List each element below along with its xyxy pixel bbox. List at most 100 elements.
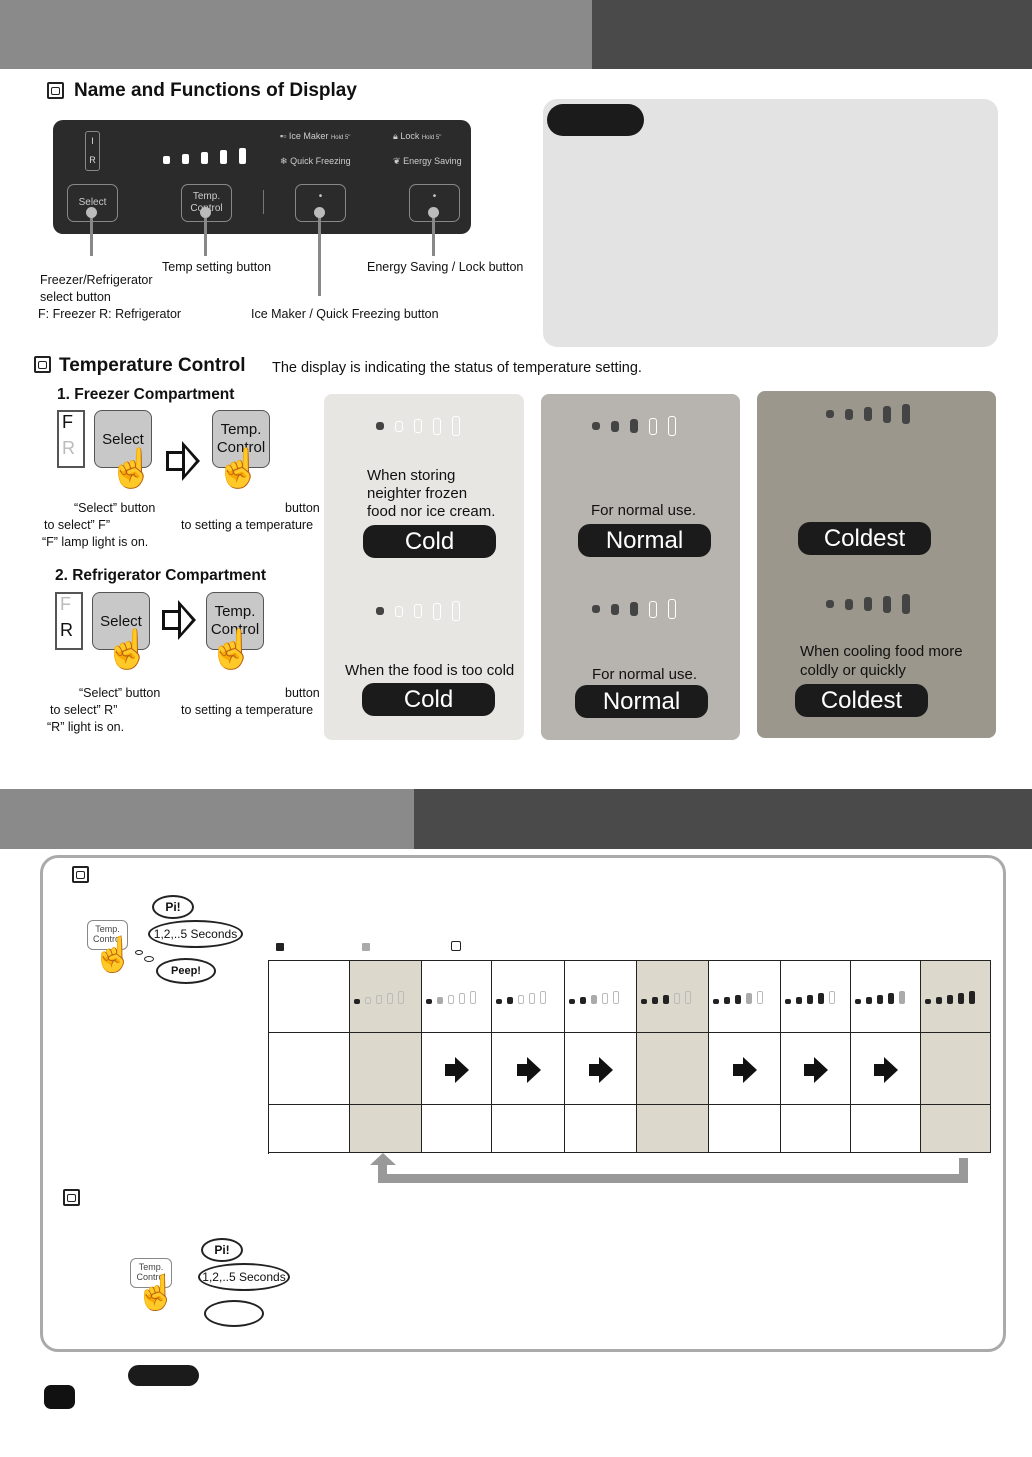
step-dot: [529, 993, 535, 1004]
level-dot: [452, 601, 460, 621]
table-cell: [709, 1033, 781, 1105]
level-dot: [376, 607, 384, 615]
panel-normal: [541, 394, 740, 740]
header-band-right: [592, 0, 1032, 69]
callout-dot-select: [86, 207, 97, 218]
legend-on-swatch: [276, 943, 284, 951]
cold-top-pill: Cold: [363, 525, 496, 558]
step-dot: [663, 995, 669, 1004]
normal-top-pill: Normal: [578, 524, 711, 557]
level-dot: [826, 600, 834, 608]
coldest-bottom-pill: Coldest: [795, 684, 928, 717]
callout-freezer-select-1: Freezer/Refrigerator: [40, 273, 153, 287]
bubble-empty: [204, 1300, 264, 1327]
step-dot: [888, 993, 894, 1004]
leaf-icon: ❦: [393, 156, 401, 166]
hand-icon: ☝: [215, 448, 263, 490]
table-cell: [422, 961, 492, 1033]
step-dot: [785, 999, 791, 1004]
note-box: [543, 99, 998, 347]
table-cell: [565, 1105, 637, 1153]
table-cell: [269, 1105, 350, 1153]
callout-line-ice: [318, 212, 321, 296]
level-dots-normal-bottom: [592, 599, 676, 619]
level-dots-cold-top: [376, 416, 460, 436]
cold-bottom-pill: Cold: [362, 683, 495, 716]
step-level-dots: [785, 991, 835, 1004]
table-cell: [637, 1033, 709, 1105]
freezer-arrow: [166, 441, 200, 481]
ice-maker-indicator: ▪▫ Ice Maker Hold 5": [280, 131, 351, 141]
panel-cold: [324, 394, 524, 740]
step-dot: [569, 999, 575, 1004]
level-dots-coldest-bottom: [826, 594, 910, 614]
next-step-arrow-icon: [804, 1057, 828, 1083]
step-level-dots: [496, 991, 546, 1004]
temp-control-button-illustration: Temp. Control: [87, 920, 128, 950]
level-dot: [611, 603, 619, 615]
step-dot: [376, 995, 382, 1004]
hand-icon: ☝: [208, 629, 256, 671]
step-dot: [947, 995, 953, 1004]
step-dot: [398, 991, 404, 1004]
callout-line-select: [90, 212, 93, 256]
refrigerator-temp-control-button[interactable]: Temp. Control: [206, 592, 264, 650]
step-dot: [459, 993, 465, 1004]
legend: [276, 941, 476, 953]
normal-bottom-text: For normal use.: [592, 666, 698, 683]
snowflake-icon: ❄: [280, 156, 288, 166]
table-cell: [851, 1105, 921, 1153]
step-dot: [448, 995, 454, 1004]
level-dot: [826, 410, 834, 418]
level-dot: [902, 594, 910, 614]
table-cell: [781, 1033, 851, 1105]
bubble-seconds: 1,2,..5 Seconds: [148, 920, 243, 948]
section-band-left: [0, 789, 414, 849]
callout-energy-lock: Energy Saving / Lock button: [367, 260, 524, 274]
step-level-dots: [569, 991, 619, 1004]
step-dot: [757, 991, 763, 1004]
hand-icon: ☝: [135, 1274, 178, 1312]
return-arrow-head: [370, 1153, 396, 1165]
step-dot: [437, 997, 443, 1004]
freezer-select-button[interactable]: Select: [94, 410, 152, 468]
legend-off-swatch: [451, 941, 461, 951]
cold-bottom-text: When the food is too cold: [345, 662, 515, 679]
return-arrow-horizontal: [378, 1174, 968, 1183]
step-dot: [855, 999, 861, 1004]
table-cell: [269, 1033, 350, 1105]
freezer-caption-5: to setting a temperature: [181, 518, 314, 532]
return-arrow-right-leg: [959, 1158, 968, 1183]
normal-bottom-pill: Normal: [575, 685, 708, 718]
section-band-right: [414, 789, 1032, 849]
level-dot: [649, 600, 657, 618]
refrigerator-select-button[interactable]: Select: [92, 592, 150, 650]
step-dot: [713, 999, 719, 1004]
step-dot: [426, 999, 432, 1004]
table-cell: [851, 961, 921, 1033]
level-dot: [649, 417, 657, 435]
temp-control-subtitle: The display is indicating the status of …: [272, 360, 642, 376]
refrigerator-caption-3: “R” light is on.: [47, 720, 125, 734]
level-dot: [592, 605, 600, 613]
bubble-pi: Pi!: [152, 895, 194, 919]
section-icon: [34, 356, 51, 373]
compartment-indicator: I R: [85, 131, 100, 171]
step-level-dots: [426, 991, 476, 1004]
refrigerator-caption-4: button: [285, 686, 320, 700]
freezer-temp-control-button[interactable]: Temp. Control: [212, 410, 270, 468]
level-dot: [395, 420, 403, 432]
refrigerator-caption-1: “Select” button: [79, 686, 161, 700]
refrigerator-fr-indicator: F R: [55, 582, 125, 662]
level-dot: [902, 404, 910, 424]
table-cell: [781, 961, 851, 1033]
control-display-panel: I R ▪▫ Ice Maker Hold 5" 🔒︎ Lock Hold 5"…: [53, 120, 471, 234]
level-dot: [592, 422, 600, 430]
level-dots-cold-bottom: [376, 601, 460, 621]
freezer-caption-4: button: [285, 501, 320, 515]
level-dot: [630, 419, 638, 433]
step-dot: [796, 997, 802, 1004]
level-dot: [845, 408, 853, 420]
step-dot: [866, 997, 872, 1004]
next-step-arrow-icon: [733, 1057, 757, 1083]
